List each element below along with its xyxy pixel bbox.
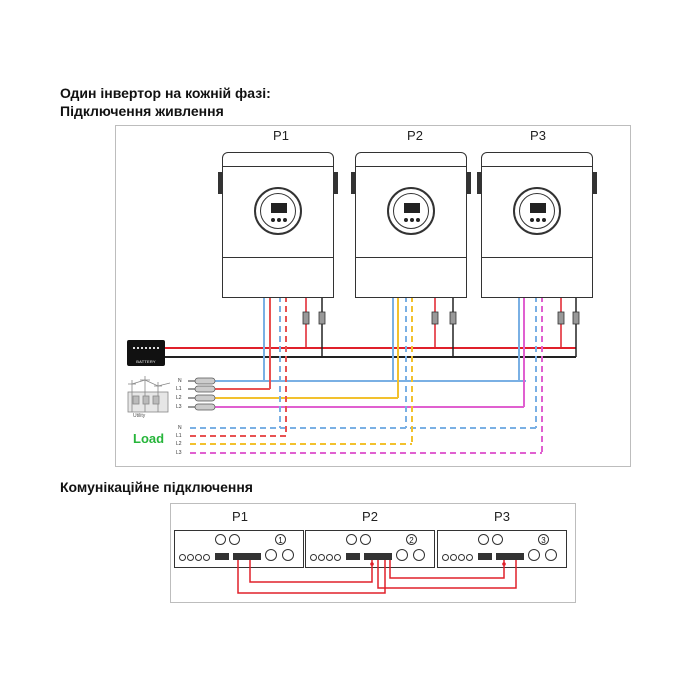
utility-label: Utility — [133, 413, 146, 419]
comm-panel-p2: 2 — [305, 530, 435, 568]
comm-number-2: 2 — [406, 534, 417, 545]
comm-panel-p1: 1 — [174, 530, 304, 568]
battery-icon: BATTERY — [127, 340, 165, 366]
utility-line-l3-label: L3 — [176, 404, 182, 410]
inverter-label-p2: P2 — [407, 128, 423, 143]
utility-line-l2-label: L2 — [176, 395, 182, 401]
inverter-display-icon — [254, 187, 302, 235]
comm-label-p1: P1 — [232, 509, 248, 524]
comm-label-p3: P3 — [494, 509, 510, 524]
utility-line-l1-label: L1 — [176, 386, 182, 392]
inverter-p1 — [218, 152, 338, 298]
comm-panel-p3: 3 — [437, 530, 567, 568]
inverter-p3 — [477, 152, 597, 298]
load-line-n-label: N — [178, 425, 182, 431]
comm-number-3: 3 — [538, 534, 549, 545]
inverter-label-p1: P1 — [273, 128, 289, 143]
heading-mode: Один інвертор на кожній фазі: — [60, 85, 271, 101]
comm-label-p2: P2 — [362, 509, 378, 524]
heading-communication: Комунікаційне підключення — [60, 479, 253, 495]
battery-label: BATTERY — [136, 359, 156, 364]
inverter-p2 — [351, 152, 471, 298]
utility-line-n-label: N — [178, 378, 182, 384]
inverter-label-p3: P3 — [530, 128, 546, 143]
inverter-display-icon — [387, 187, 435, 235]
load-line-l3-label: L3 — [176, 450, 182, 456]
load-label: Load — [133, 431, 165, 446]
heading-power-connection: Підключення живлення — [60, 103, 224, 119]
comm-number-1: 1 — [275, 534, 286, 545]
load-line-l1-label: L1 — [176, 433, 182, 439]
load-line-l2-label: L2 — [176, 441, 182, 447]
inverter-display-icon — [513, 187, 561, 235]
